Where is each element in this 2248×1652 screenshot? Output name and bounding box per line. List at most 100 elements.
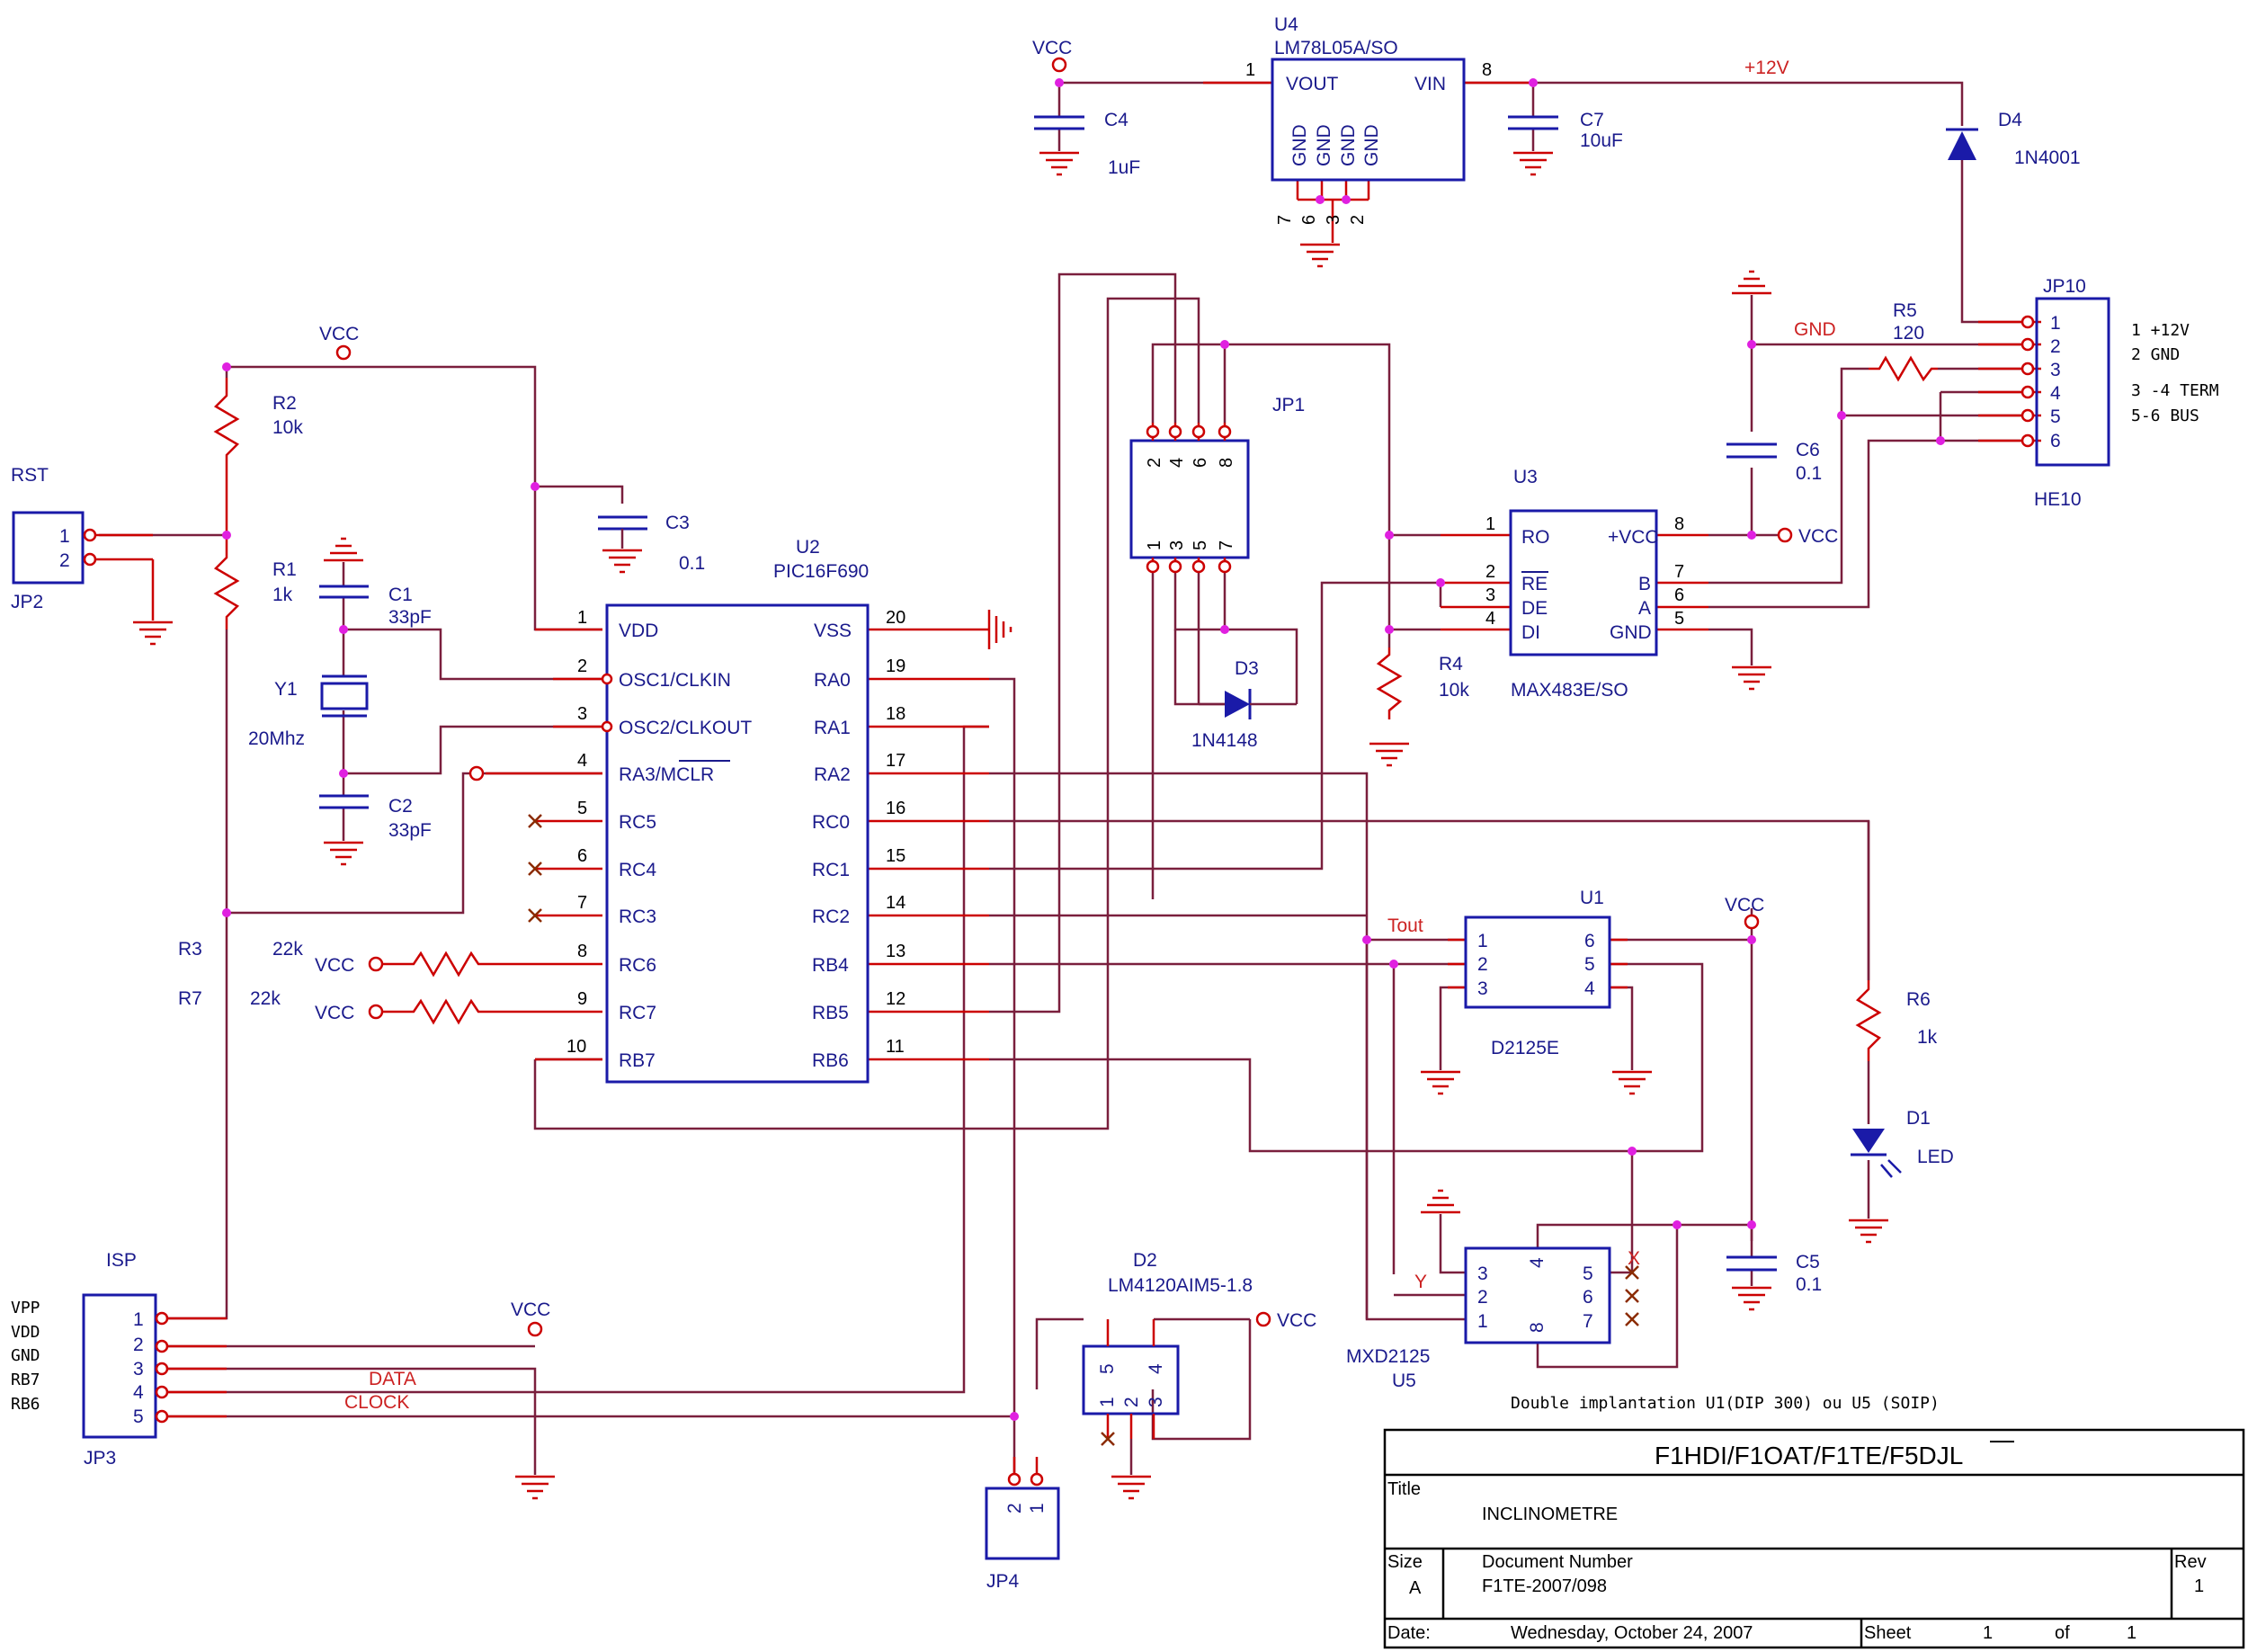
tb-docnum-label: Document Number (1482, 1552, 1633, 1572)
u3-pin7: 7 (1674, 562, 1684, 582)
c2-ref: C2 (388, 796, 413, 817)
jp2-pin2: 2 (59, 550, 70, 571)
jp3-pin1: 1 (133, 1309, 144, 1330)
d2-pin2: 2 (1121, 1397, 1142, 1407)
c7-ref: C7 (1580, 110, 1604, 130)
r4-ref: R4 (1439, 654, 1463, 674)
c3-ref: C3 (665, 513, 690, 533)
vcc-label-u3: VCC (1798, 526, 1838, 547)
no-connect-marks (528, 814, 1639, 1446)
r5-ref: R5 (1893, 300, 1917, 321)
c1-value: 33pF (388, 607, 432, 628)
u1-pin6: 6 (1584, 931, 1595, 951)
u2-pin-name-2: OSC1/CLKIN (619, 670, 731, 691)
u2-pin-num-12: 12 (886, 989, 905, 1009)
vcc-terminals: VCC VCC VCC VCC VCC VCC VCC VCC (315, 38, 1838, 1337)
u4-vout-label: VOUT (1286, 74, 1339, 94)
u1-pin3: 3 (1477, 978, 1488, 999)
u2-pin-num-10: 10 (566, 1037, 586, 1057)
c7-value: 10uF (1580, 130, 1623, 151)
u3-pin6: 6 (1674, 585, 1684, 605)
u2-pin-name-9: RC7 (619, 1003, 656, 1023)
u5-part: MXD2125 (1346, 1346, 1430, 1367)
u2-pin-name-5: RC5 (619, 812, 656, 833)
u4-vin-label: VIN (1414, 74, 1446, 94)
jp10-pin6: 6 (2050, 431, 2061, 451)
crystal-group: C1 33pF Y1 20Mhz C2 33pF (248, 562, 432, 841)
r1-ref: R1 (272, 559, 297, 580)
u2-pin-num-8: 8 (577, 942, 587, 961)
u1-pin1: 1 (1477, 931, 1488, 951)
u2-pin-num-19: 19 (886, 656, 905, 676)
u3-pin3: 3 (1485, 585, 1495, 605)
u2-pin-num-9: 9 (577, 989, 587, 1009)
jp3-signal-rb6: RB6 (11, 1395, 40, 1414)
jp3-isp-connector: ISP JP3 1 2 3 4 5 VPP VDD GND RB7 RB6 (11, 1250, 157, 1469)
u3-a: A (1638, 598, 1651, 619)
vcc-label-r7: VCC (315, 1003, 354, 1023)
jp2-reset-connector: RST JP2 1 2 (11, 465, 85, 612)
vcc-label-r3: VCC (315, 955, 354, 976)
jp10-connector: JP10 HE10 1 2 3 4 5 6 1 +12V 2 GND 3 -4 … (2034, 276, 2219, 510)
u5-pin8: 8 (1527, 1322, 1548, 1333)
u2-pin-name-17: RA2 (814, 764, 851, 785)
u2-pin-num-13: 13 (886, 942, 905, 961)
u2-pin-num-6: 6 (577, 846, 587, 866)
u2-ref: U2 (796, 537, 820, 558)
jp10-sub: HE10 (2034, 489, 2082, 510)
jp10-pin5: 5 (2050, 406, 2061, 427)
d4-ref: D4 (1998, 110, 2022, 130)
u4-pin7: 7 (1275, 215, 1295, 225)
u3-ro: RO (1521, 527, 1550, 548)
c6-ref: C6 (1796, 440, 1820, 460)
u3-transceiver: U3 MAX483E/SO RO RE DE DI +VCC B A GND 1… (1485, 467, 1684, 701)
jp3-signal-gnd: GND (11, 1346, 40, 1365)
d2-pin1: 1 (1097, 1397, 1118, 1407)
jp3-pin2: 2 (133, 1335, 144, 1355)
c4-value: 1uF (1108, 157, 1140, 178)
u4-pin8: 8 (1482, 60, 1492, 80)
jp1-pin2: 2 (1145, 458, 1164, 468)
y1-value: 20Mhz (248, 728, 305, 749)
jp2-ref: JP2 (11, 592, 43, 612)
tb-company: F1HDI/F1OAT/F1TE/F5DJL (1655, 1442, 1963, 1469)
jp10-pin3: 3 (2050, 360, 2061, 380)
u5-pin3: 3 (1477, 1264, 1488, 1284)
d3-value: 1N4148 (1191, 730, 1258, 751)
u4-pin1: 1 (1245, 60, 1255, 80)
jp10-note-3: 3 -4 TERM (2131, 381, 2219, 400)
jp3-signal-vdd: VDD (11, 1323, 40, 1342)
tb-sheet-total: 1 (2127, 1623, 2136, 1643)
jp4-connector: JP4 2 1 (985, 1487, 1060, 1592)
u1-ref: U1 (1580, 888, 1604, 908)
jp3-pin5: 5 (133, 1406, 144, 1427)
u3-di: DI (1521, 622, 1540, 643)
u2-pin-num-11: 11 (886, 1037, 905, 1057)
c7-capacitor: C7 10uF (1508, 83, 1623, 151)
jp2-title: RST (11, 465, 49, 486)
jp1-pin4: 4 (1167, 458, 1187, 468)
r3-resistor: R3 22k (178, 939, 486, 978)
vcc-label-u1: VCC (1725, 895, 1764, 915)
u2-pin-labels: VDD OSC1/CLKIN OSC2/CLKOUT RA3/MCLR RC5 … (566, 608, 905, 1071)
u2-pin-name-7: RC3 (619, 906, 656, 927)
r3-ref: R3 (178, 939, 202, 960)
r7-resistor: R7 22k (178, 988, 486, 1025)
u2-pin-num-20: 20 (886, 608, 905, 628)
r1-resistor: R1 1k (213, 535, 297, 630)
u3-re: RE (1521, 574, 1548, 594)
u2-pin-num-15: 15 (886, 846, 905, 866)
u2-pin-name-20: VSS (814, 621, 852, 641)
u3-part: MAX483E/SO (1511, 680, 1628, 701)
u2-pin-name-13: RB4 (812, 955, 849, 976)
jp1-pin7: 7 (1217, 540, 1236, 550)
wires (99, 81, 2023, 1478)
u2-pin-name-3: OSC2/CLKOUT (619, 718, 752, 738)
r6-value: 1k (1917, 1027, 1938, 1048)
u4-ref: U4 (1274, 14, 1298, 35)
vcc-label-u4: VCC (1032, 38, 1072, 58)
tb-of-label: of (2055, 1623, 2070, 1643)
u5-pin5: 5 (1583, 1264, 1593, 1284)
d1-led: D1 LED (1851, 1108, 1954, 1178)
